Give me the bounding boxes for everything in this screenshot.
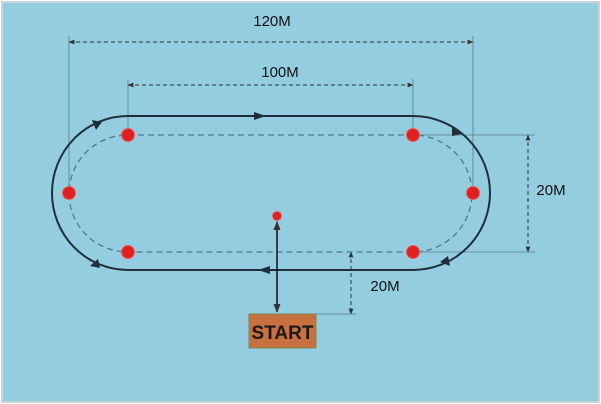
label-120m: 120M xyxy=(253,13,291,30)
center-marker-dot xyxy=(272,211,282,221)
arrow-corner-icon xyxy=(90,259,100,268)
arrow-corner-icon xyxy=(452,127,462,136)
start-label: START xyxy=(252,323,314,344)
marker-dot xyxy=(121,128,135,142)
arrow-right-icon xyxy=(254,112,266,120)
arrow-corner-icon xyxy=(92,120,102,130)
marker-dot xyxy=(121,245,135,259)
direction-arrows xyxy=(90,112,462,274)
cone-markers xyxy=(62,128,480,259)
arrow-left-icon xyxy=(258,266,270,274)
dimension-lines xyxy=(68,39,531,315)
label-20m-width: 20M xyxy=(536,182,565,199)
arrow-corner-icon xyxy=(440,256,450,266)
marker-dot xyxy=(406,128,420,142)
start-box: START xyxy=(248,313,317,349)
marker-dot xyxy=(406,245,420,259)
inner-dashed-track xyxy=(68,134,473,253)
label-100m: 100M xyxy=(261,64,299,81)
marker-dot xyxy=(62,186,76,200)
label-20m-start: 20M xyxy=(370,278,399,295)
outer-running-track xyxy=(51,115,491,271)
marker-dot xyxy=(466,186,480,200)
